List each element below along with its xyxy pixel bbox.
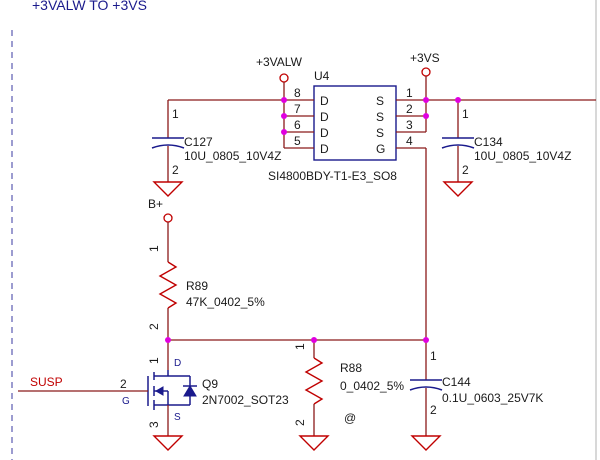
- u4-pin-5-name: D: [320, 142, 329, 156]
- u4-pin-8-num: 8: [294, 86, 301, 100]
- u4-pin-1-num: 1: [406, 86, 413, 100]
- r88-pin1: 1: [293, 343, 307, 350]
- rail-3valw-label: +3VALW: [256, 55, 303, 69]
- c134-capacitor: 1 2 C134 10U_0805_10V4Z: [441, 100, 571, 197]
- c144-ground-icon: [410, 435, 442, 451]
- r89-value: 47K_0402_5%: [186, 295, 265, 309]
- u4-pin-1-name: S: [376, 94, 384, 108]
- c134-pin1: 1: [462, 107, 469, 121]
- junction-dot: [423, 97, 429, 103]
- junction-dot: [165, 337, 171, 343]
- at-symbol: @: [344, 411, 356, 425]
- c134-pin2: 2: [462, 163, 469, 177]
- c134-value: 10U_0805_10V4Z: [474, 149, 571, 163]
- q9-label-d: D: [174, 358, 181, 369]
- junction-dot: [423, 113, 429, 119]
- junction-dot: [281, 113, 287, 119]
- c144-capacitor: 1 2 C144 0.1U_0603_25V7K: [409, 340, 543, 451]
- u4-pin-3-num: 3: [406, 118, 413, 132]
- q9-pin-s: 3: [147, 421, 161, 428]
- c127-pin1: 1: [172, 107, 179, 121]
- r88-value: 0_0402_5%: [340, 379, 404, 393]
- u4-pin-8-name: D: [320, 94, 329, 108]
- c134-ground-icon: [442, 181, 474, 197]
- net-susp-label: SUSP: [30, 375, 63, 389]
- u4-pin-3-name: S: [376, 126, 384, 140]
- q9-part: 2N7002_SOT23: [202, 393, 289, 407]
- r89-pin2: 2: [147, 323, 161, 330]
- q9-pin-d: 1: [147, 357, 161, 364]
- header-title: +3VALW TO +3VS: [32, 0, 147, 13]
- r88-ground-icon: [298, 435, 330, 451]
- u4-pin-7-num: 7: [294, 102, 301, 116]
- r88-ref: R88: [340, 361, 362, 375]
- r89-ref: R89: [186, 279, 208, 293]
- q9-ref: Q9: [202, 377, 218, 391]
- r89-pin1: 1: [147, 245, 161, 252]
- r88-resistor: 1 2 R88 0_0402_5% @: [293, 340, 404, 451]
- junction-dot: [311, 337, 317, 343]
- u4-pin-7-name: D: [320, 110, 329, 124]
- u4-pin-2-num: 2: [406, 102, 413, 116]
- rail-bplus-label: B+: [148, 197, 163, 211]
- c127-ref: C127: [184, 135, 213, 149]
- u4-pin-6-num: 6: [294, 118, 301, 132]
- rail-3vs-label: +3VS: [410, 51, 440, 65]
- c127-value: 10U_0805_10V4Z: [184, 149, 281, 163]
- c127-ground-icon: [152, 181, 184, 197]
- r88-pin2: 2: [293, 419, 307, 426]
- u4-pin-4-num: 4: [406, 134, 413, 148]
- junction-dot: [281, 129, 287, 135]
- u4-pin-4-name: G: [376, 142, 385, 156]
- r89-resistor: 1 2 R89 47K_0402_5%: [147, 222, 265, 340]
- u4-pin-5-num: 5: [294, 134, 301, 148]
- rail-bplus-symbol: [163, 213, 173, 223]
- u4-part: SI4800BDY-T1-E3_SO8: [268, 169, 397, 183]
- c127-pin2: 2: [172, 163, 179, 177]
- u4-right-pins: 1 2 3 4 S S S G: [376, 86, 427, 156]
- c127-capacitor: 1 2 C127 10U_0805_10V4Z: [151, 100, 281, 197]
- u4-body: [313, 85, 397, 161]
- u4-left-pins: 8 7 6 5 D D D D: [283, 86, 329, 156]
- junction-dot: [455, 97, 461, 103]
- u4-ref: U4: [314, 69, 330, 83]
- c144-ref: C144: [442, 375, 471, 389]
- q9-mosfet: D G S 2 1 3 Q9 2N7002_SOT23: [18, 340, 289, 451]
- q9-label-g: G: [122, 396, 130, 407]
- c134-ref: C134: [474, 135, 503, 149]
- junction-dots: [165, 97, 461, 343]
- u4-pin-2-name: S: [376, 110, 384, 124]
- junction-dot: [423, 337, 429, 343]
- c144-value: 0.1U_0603_25V7K: [442, 391, 543, 405]
- c144-pin2: 2: [430, 403, 437, 417]
- q9-label-s: S: [174, 412, 181, 423]
- junction-dot: [281, 97, 287, 103]
- c144-pin1: 1: [430, 349, 437, 363]
- u4-pin-6-name: D: [320, 126, 329, 140]
- rail-3vs-symbol: [421, 67, 431, 77]
- q9-pin-g: 2: [120, 377, 127, 391]
- rail-3valw-symbol: [279, 73, 289, 83]
- q9-ground-icon: [152, 435, 184, 451]
